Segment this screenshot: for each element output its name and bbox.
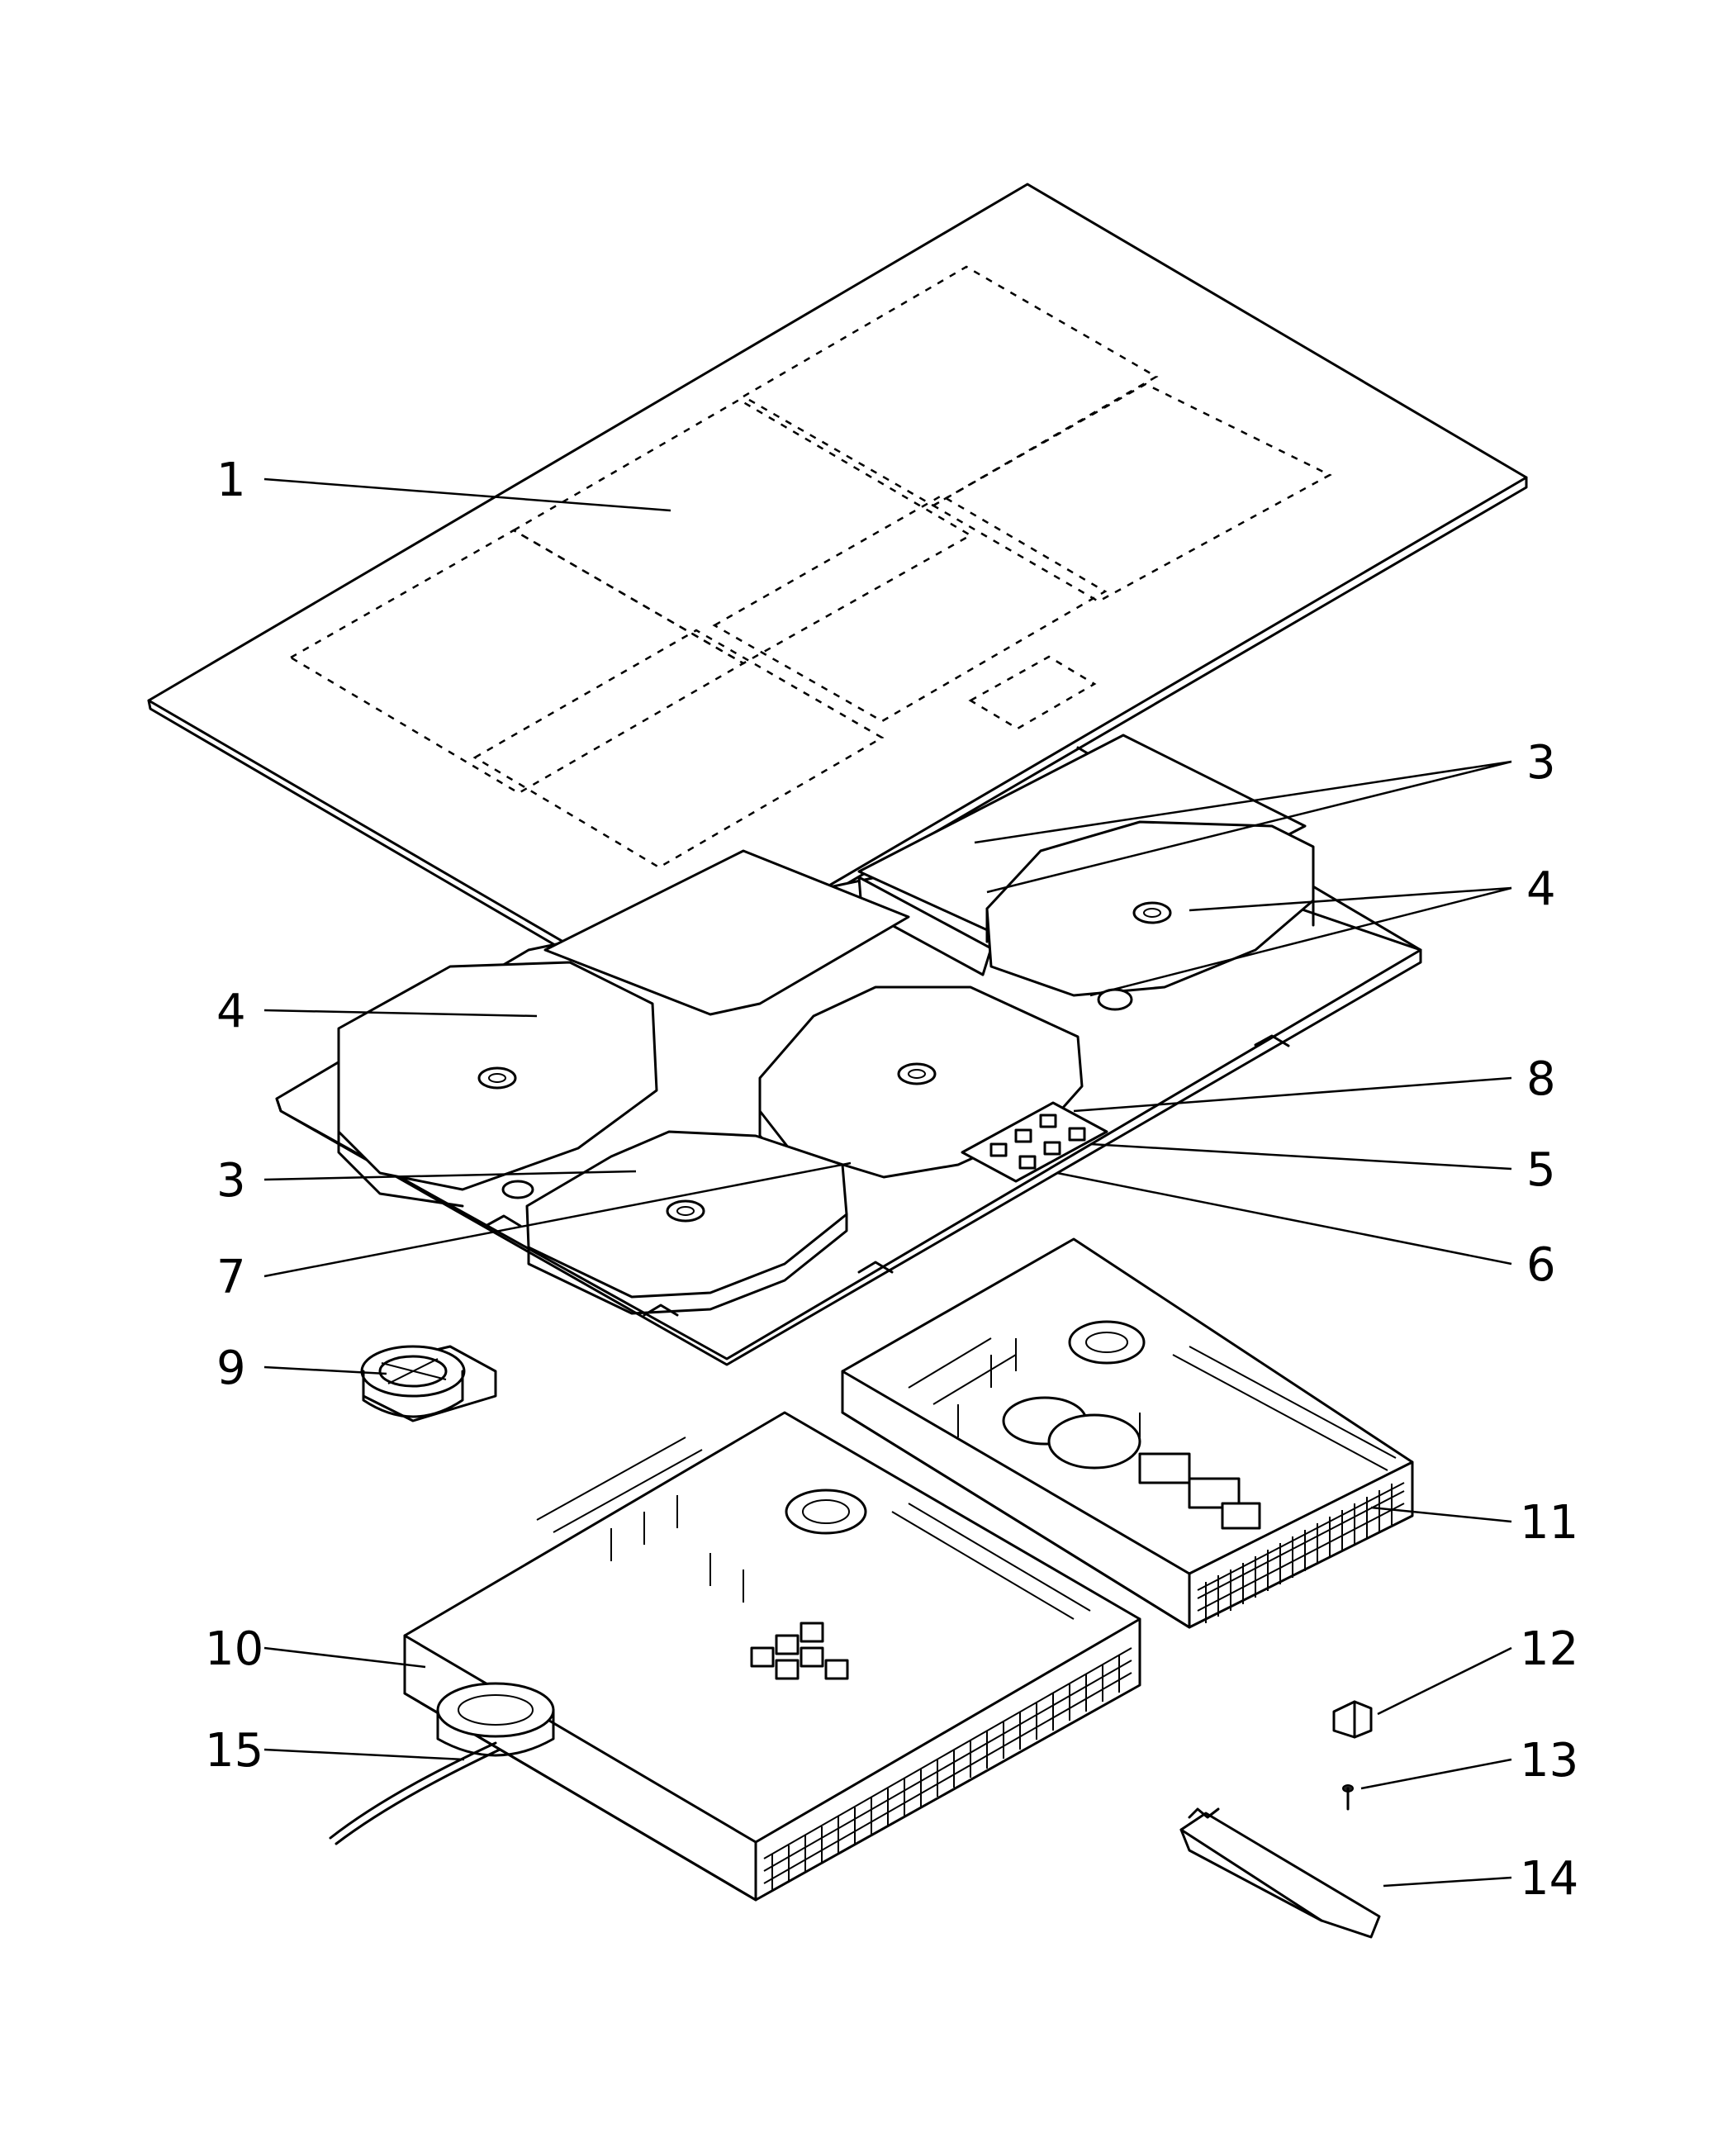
callout-4-right: 4 — [1526, 862, 1556, 916]
cooking-zone-markings — [288, 265, 1332, 869]
callout-numbers: 1 3 4 4 8 3 5 7 6 9 11 10 12 15 13 14 — [205, 454, 1578, 1906]
callout-14: 14 — [1520, 1852, 1578, 1906]
callout-4-left: 4 — [216, 985, 246, 1038]
callout-13: 13 — [1520, 1734, 1578, 1788]
callout-3-front: 3 — [216, 1154, 246, 1208]
leader-lines — [263, 477, 1512, 1888]
callout-1: 1 — [216, 454, 246, 507]
callout-15: 15 — [205, 1724, 263, 1778]
induction-coil-front-left — [337, 961, 658, 1208]
control-key-board — [961, 1101, 1108, 1183]
callout-11: 11 — [1520, 1496, 1578, 1550]
left-base-housing — [403, 1411, 1141, 1902]
glass-top-plate — [147, 183, 1528, 1001]
callout-9: 9 — [216, 1342, 246, 1395]
power-cable — [329, 1741, 501, 1845]
callout-3-rear: 3 — [1526, 736, 1556, 790]
callout-8: 8 — [1526, 1052, 1556, 1106]
frame-profile-strip — [1179, 1807, 1381, 1939]
retaining-clip — [1332, 1700, 1373, 1739]
induction-coil-rear-right — [985, 820, 1315, 1011]
callout-12: 12 — [1520, 1622, 1578, 1676]
cooling-fan — [360, 1345, 497, 1422]
callout-10: 10 — [205, 1622, 263, 1676]
right-base-housing — [841, 1237, 1414, 1629]
callout-5: 5 — [1526, 1143, 1556, 1197]
screw — [1342, 1784, 1354, 1811]
callout-7: 7 — [216, 1251, 246, 1304]
callout-6: 6 — [1526, 1238, 1556, 1292]
